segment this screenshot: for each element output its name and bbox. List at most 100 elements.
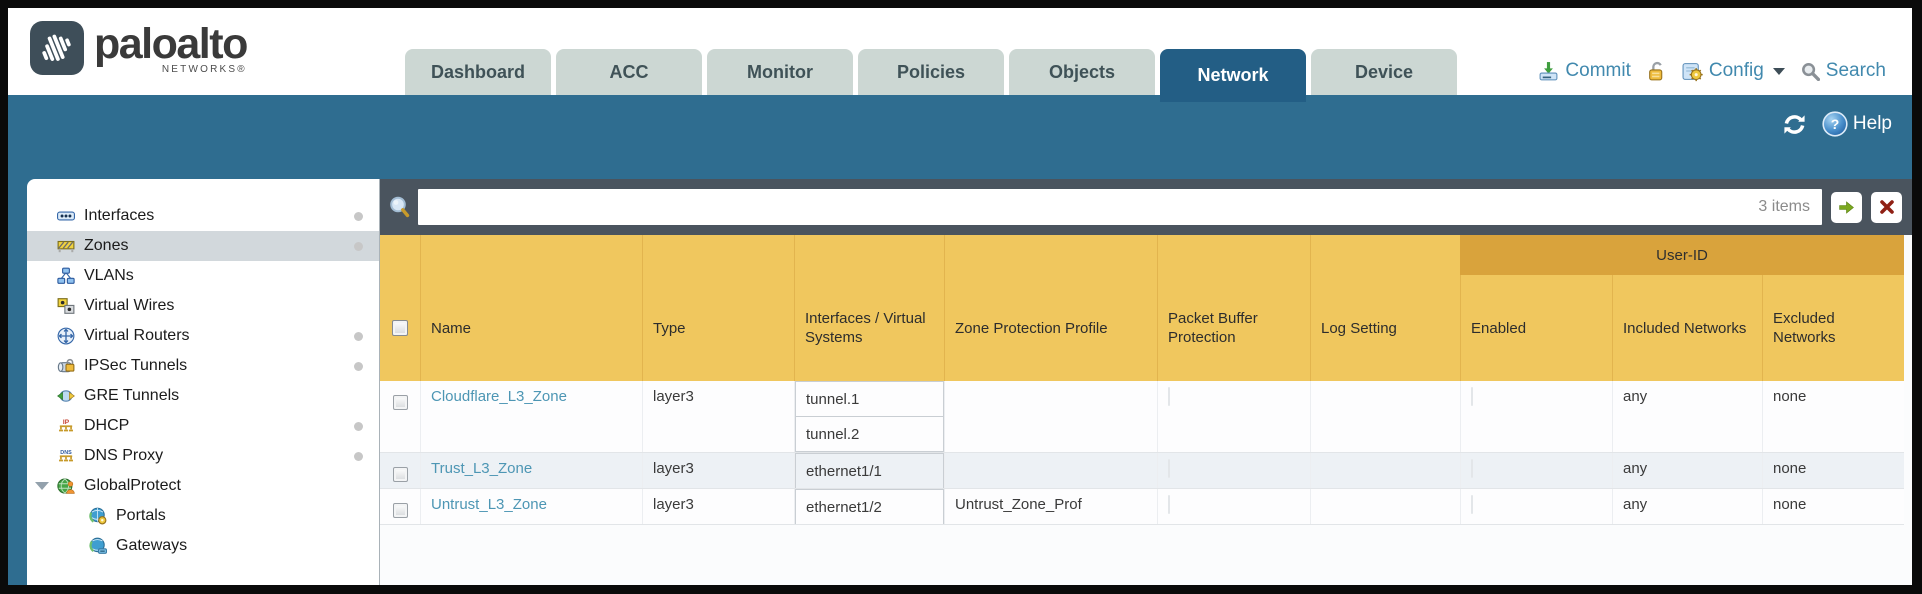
cell-name: Cloudflare_L3_Zone (420, 381, 642, 452)
cell-excluded-networks: none (1762, 489, 1904, 524)
cell-log-setting (1310, 453, 1460, 488)
ipsec-tunnels-icon (57, 357, 75, 375)
col-header-enabled[interactable]: Enabled (1460, 235, 1612, 381)
tab-acc[interactable]: ACC (556, 49, 702, 95)
cell-type: layer3 (642, 381, 794, 452)
sidebar-item-portals[interactable]: Portals (27, 501, 379, 531)
row-select-checkbox[interactable] (392, 395, 408, 410)
col-header-name[interactable]: Name (420, 235, 642, 381)
sidebar-item-ipsec-tunnels[interactable]: IPSec Tunnels (27, 351, 379, 381)
cell-zone-protection-profile: Untrust_Zone_Prof (944, 489, 1157, 524)
sidebar-item-virtual-routers[interactable]: Virtual Routers (27, 321, 379, 351)
clear-filter-button[interactable] (1871, 191, 1902, 223)
sidebar-item-virtual-wires[interactable]: Virtual Wires (27, 291, 379, 321)
cell-enabled (1460, 381, 1612, 452)
zone-name-link[interactable]: Trust_L3_Zone (431, 460, 533, 477)
col-header-included-networks[interactable]: Included Networks (1612, 235, 1762, 381)
interface-name: ethernet1/2 (806, 498, 882, 516)
apply-filter-button[interactable] (1831, 191, 1862, 223)
expander-triangle-icon[interactable] (35, 482, 49, 490)
col-header-label: Packet Buffer Protection (1168, 310, 1258, 346)
row-select-checkbox[interactable] (392, 503, 408, 518)
packet-buffer-protection-checkbox (1168, 387, 1170, 406)
chevron-down-icon (1772, 67, 1785, 75)
table-row: Untrust_L3_Zone layer3 ethernet1/2 Untrust_… (380, 489, 1904, 525)
tab-policies[interactable]: Policies (858, 49, 1004, 95)
tab-network[interactable]: Network (1160, 49, 1306, 102)
commit-button[interactable]: Commit (1538, 60, 1631, 82)
zones-icon (57, 237, 75, 255)
cell-type: layer3 (642, 489, 794, 524)
tab-dashboard[interactable]: Dashboard (405, 49, 551, 95)
cell-text: any (1623, 496, 1648, 513)
tab-objects[interactable]: Objects (1009, 49, 1155, 95)
search-icon (1801, 62, 1820, 81)
sidebar-item-globalprotect[interactable]: GlobalProtect (27, 471, 379, 501)
sidebar-item-label: Interfaces (84, 207, 155, 224)
row-select-checkbox[interactable] (392, 467, 408, 482)
lock-icon[interactable] (1647, 61, 1666, 82)
zone-name-link[interactable]: Untrust_L3_Zone (431, 496, 547, 513)
commit-label: Commit (1565, 60, 1631, 81)
col-header-packet-buffer-protection[interactable]: Packet Buffer Protection (1157, 235, 1310, 381)
col-header-interfaces-virtual-systems[interactable]: Interfaces / Virtual Systems (794, 235, 944, 381)
col-header-label: Enabled (1471, 319, 1527, 337)
tab-monitor[interactable]: Monitor (707, 49, 853, 95)
sidebar-item-gre-tunnels[interactable]: GRE Tunnels (27, 381, 379, 411)
col-header-log-setting[interactable]: Log Setting (1310, 235, 1460, 381)
sidebar-item-label: Portals (116, 507, 166, 524)
config-button[interactable]: Config (1682, 60, 1785, 82)
cell-text: any (1623, 460, 1648, 477)
config-icon (1682, 61, 1703, 82)
paloalto-logo: paloalto NETWORKS® (30, 20, 248, 75)
cell-text: Untrust_Zone_Prof (955, 496, 1082, 513)
brand-subtitle: NETWORKS® (161, 64, 247, 75)
filter-input[interactable] (418, 189, 1759, 225)
cell-log-setting (1310, 489, 1460, 524)
col-header-label: Name (431, 319, 472, 337)
cell-text: layer3 (653, 460, 694, 477)
sidebar-item-zones[interactable]: Zones (27, 231, 379, 261)
cell-text: none (1773, 388, 1807, 405)
red-x-icon (1879, 200, 1894, 214)
interface-name: tunnel.1 (806, 390, 860, 408)
row-select-cell (380, 453, 420, 488)
sidebar-item-dns-proxy[interactable]: DNS DNS Proxy (27, 441, 379, 471)
col-header-label: Interfaces / Virtual Systems (805, 310, 926, 346)
sidebar-item-gateways[interactable]: Gateways (27, 531, 379, 561)
refresh-icon[interactable] (1781, 112, 1808, 137)
brand-name: paloalto (94, 20, 248, 68)
unsaved-changes-dot (354, 422, 363, 431)
vlans-icon (57, 267, 75, 285)
dns-proxy-icon: DNS (57, 447, 75, 465)
tab-device[interactable]: Device (1311, 49, 1457, 95)
sidebar-item-interfaces[interactable]: Interfaces (27, 201, 379, 231)
col-header-zone-protection-profile[interactable]: Zone Protection Profile (944, 235, 1157, 381)
sidebar-item-label: DNS Proxy (84, 447, 164, 464)
col-header-label: Zone Protection Profile (955, 319, 1108, 337)
cell-type: layer3 (642, 453, 794, 488)
sidebar-item-vlans[interactable]: VLANs (27, 261, 379, 291)
row-select-cell (380, 489, 420, 524)
search-button[interactable]: Search (1801, 60, 1886, 82)
group-header-label: User-ID (1656, 246, 1708, 264)
col-header-excluded-networks[interactable]: Excluded Networks (1762, 235, 1904, 381)
svg-text:IP: IP (63, 419, 70, 426)
col-header-label: Log Setting (1321, 319, 1397, 337)
select-all-checkbox[interactable] (392, 320, 408, 336)
col-header-label: Excluded Networks (1773, 310, 1836, 346)
svg-text:?: ? (1831, 116, 1840, 132)
help-button[interactable]: ? Help (1822, 111, 1892, 137)
zone-name-link[interactable]: Cloudflare_L3_Zone (431, 388, 567, 405)
cell-name: Untrust_L3_Zone (420, 489, 642, 524)
unsaved-changes-dot (354, 242, 363, 251)
col-header-type[interactable]: Type (642, 235, 794, 381)
cell-packet-buffer-protection (1157, 453, 1310, 488)
cell-text: any (1623, 388, 1648, 405)
